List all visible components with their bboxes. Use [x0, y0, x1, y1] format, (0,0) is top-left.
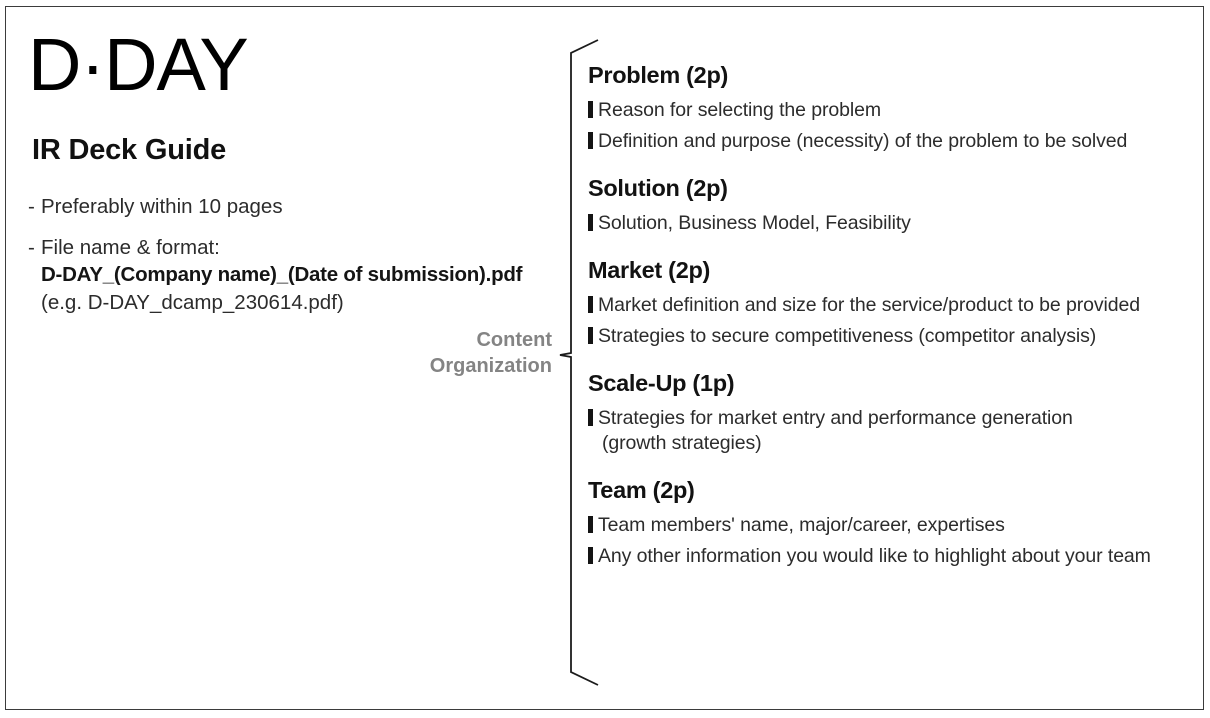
bullet-row: Strategies to secure competitiveness (co…: [588, 324, 1188, 349]
bullet-text: Definition and purpose (necessity) of th…: [598, 129, 1128, 152]
note-filename-example: (e.g. D-DAY_dcamp_230614.pdf): [41, 290, 344, 314]
note-text-filename: File name & format:: [41, 236, 220, 260]
bullet-row: Definition and purpose (necessity) of th…: [588, 129, 1188, 154]
content-org-line-1: Content: [476, 329, 552, 351]
bullet-text: Any other information you would like to …: [598, 544, 1151, 567]
section-scale-up: Scale-Up (1p) Strategies for market entr…: [588, 370, 1188, 456]
note-item-pages: -Preferably within 10 pages: [28, 193, 528, 220]
bullet-bar-icon: [588, 131, 593, 149]
note-filename-format: D-DAY_(Company name)_(Date of submission…: [41, 263, 523, 287]
content-org-line-2: Organization: [429, 354, 552, 377]
guideline-note-list: -Preferably within 10 pages -File name &…: [28, 193, 528, 316]
bullet-text-continuation: (growth strategies): [602, 431, 762, 454]
content-sections-column: Problem (2p) Reason for selecting the pr…: [588, 62, 1188, 569]
section-heading-solution: Solution (2p): [588, 174, 728, 201]
bullet-row: Strategies for market entry and performa…: [588, 406, 1188, 456]
note-item-filename: -File name & format: D-DAY_(Company name…: [28, 234, 528, 316]
content-organization-label: Content Organization: [330, 328, 552, 379]
deck-subtitle: IR Deck Guide: [32, 134, 227, 166]
content-brace-icon: [559, 39, 599, 686]
bullet-bar-icon: [588, 101, 593, 118]
left-info-column: D·DAY IR Deck Guide -Preferably within 1…: [28, 28, 528, 330]
section-heading-scale-up: Scale-Up (1p): [588, 369, 735, 396]
section-team: Team (2p) Team members' name, major/care…: [588, 477, 1188, 569]
bullet-text: Strategies for market entry and performa…: [598, 406, 1073, 456]
note-dash-icon: -: [28, 195, 35, 218]
bullet-bar-icon: [588, 408, 593, 426]
section-solution: Solution (2p) Solution, Business Model, …: [588, 175, 1188, 236]
bullet-bar-icon: [588, 326, 593, 344]
bullet-text: Strategies to secure competitiveness (co…: [598, 324, 1097, 347]
section-problem: Problem (2p) Reason for selecting the pr…: [588, 62, 1188, 154]
bullet-text: Team members' name, major/career, expert…: [598, 513, 1005, 536]
note-text-pages: Preferably within 10 pages: [41, 195, 283, 218]
section-market: Market (2p) Market definition and size f…: [588, 257, 1188, 349]
bullet-row: Reason for selecting the problem: [588, 98, 1188, 123]
bullet-bar-icon: [588, 546, 593, 564]
bullet-text-line-1: Strategies for market entry and performa…: [598, 406, 1073, 429]
dday-logo: D·DAY: [28, 23, 249, 106]
bullet-row: Market definition and size for the servi…: [588, 293, 1188, 318]
section-heading-problem: Problem (2p): [588, 62, 729, 88]
note-dash-icon: -: [28, 236, 35, 260]
section-heading-team: Team (2p): [588, 476, 695, 503]
bullet-bar-icon: [588, 213, 593, 231]
bullet-row: Team members' name, major/career, expert…: [588, 513, 1188, 538]
bullet-row: Any other information you would like to …: [588, 544, 1188, 569]
bullet-bar-icon: [588, 295, 593, 313]
bullet-row: Solution, Business Model, Feasibility: [588, 211, 1188, 236]
bullet-text: Reason for selecting the problem: [598, 99, 881, 121]
bullet-text: Market definition and size for the servi…: [598, 293, 1140, 316]
bullet-text: Solution, Business Model, Feasibility: [598, 211, 911, 234]
bullet-bar-icon: [588, 515, 593, 533]
section-heading-market: Market (2p): [588, 256, 711, 283]
